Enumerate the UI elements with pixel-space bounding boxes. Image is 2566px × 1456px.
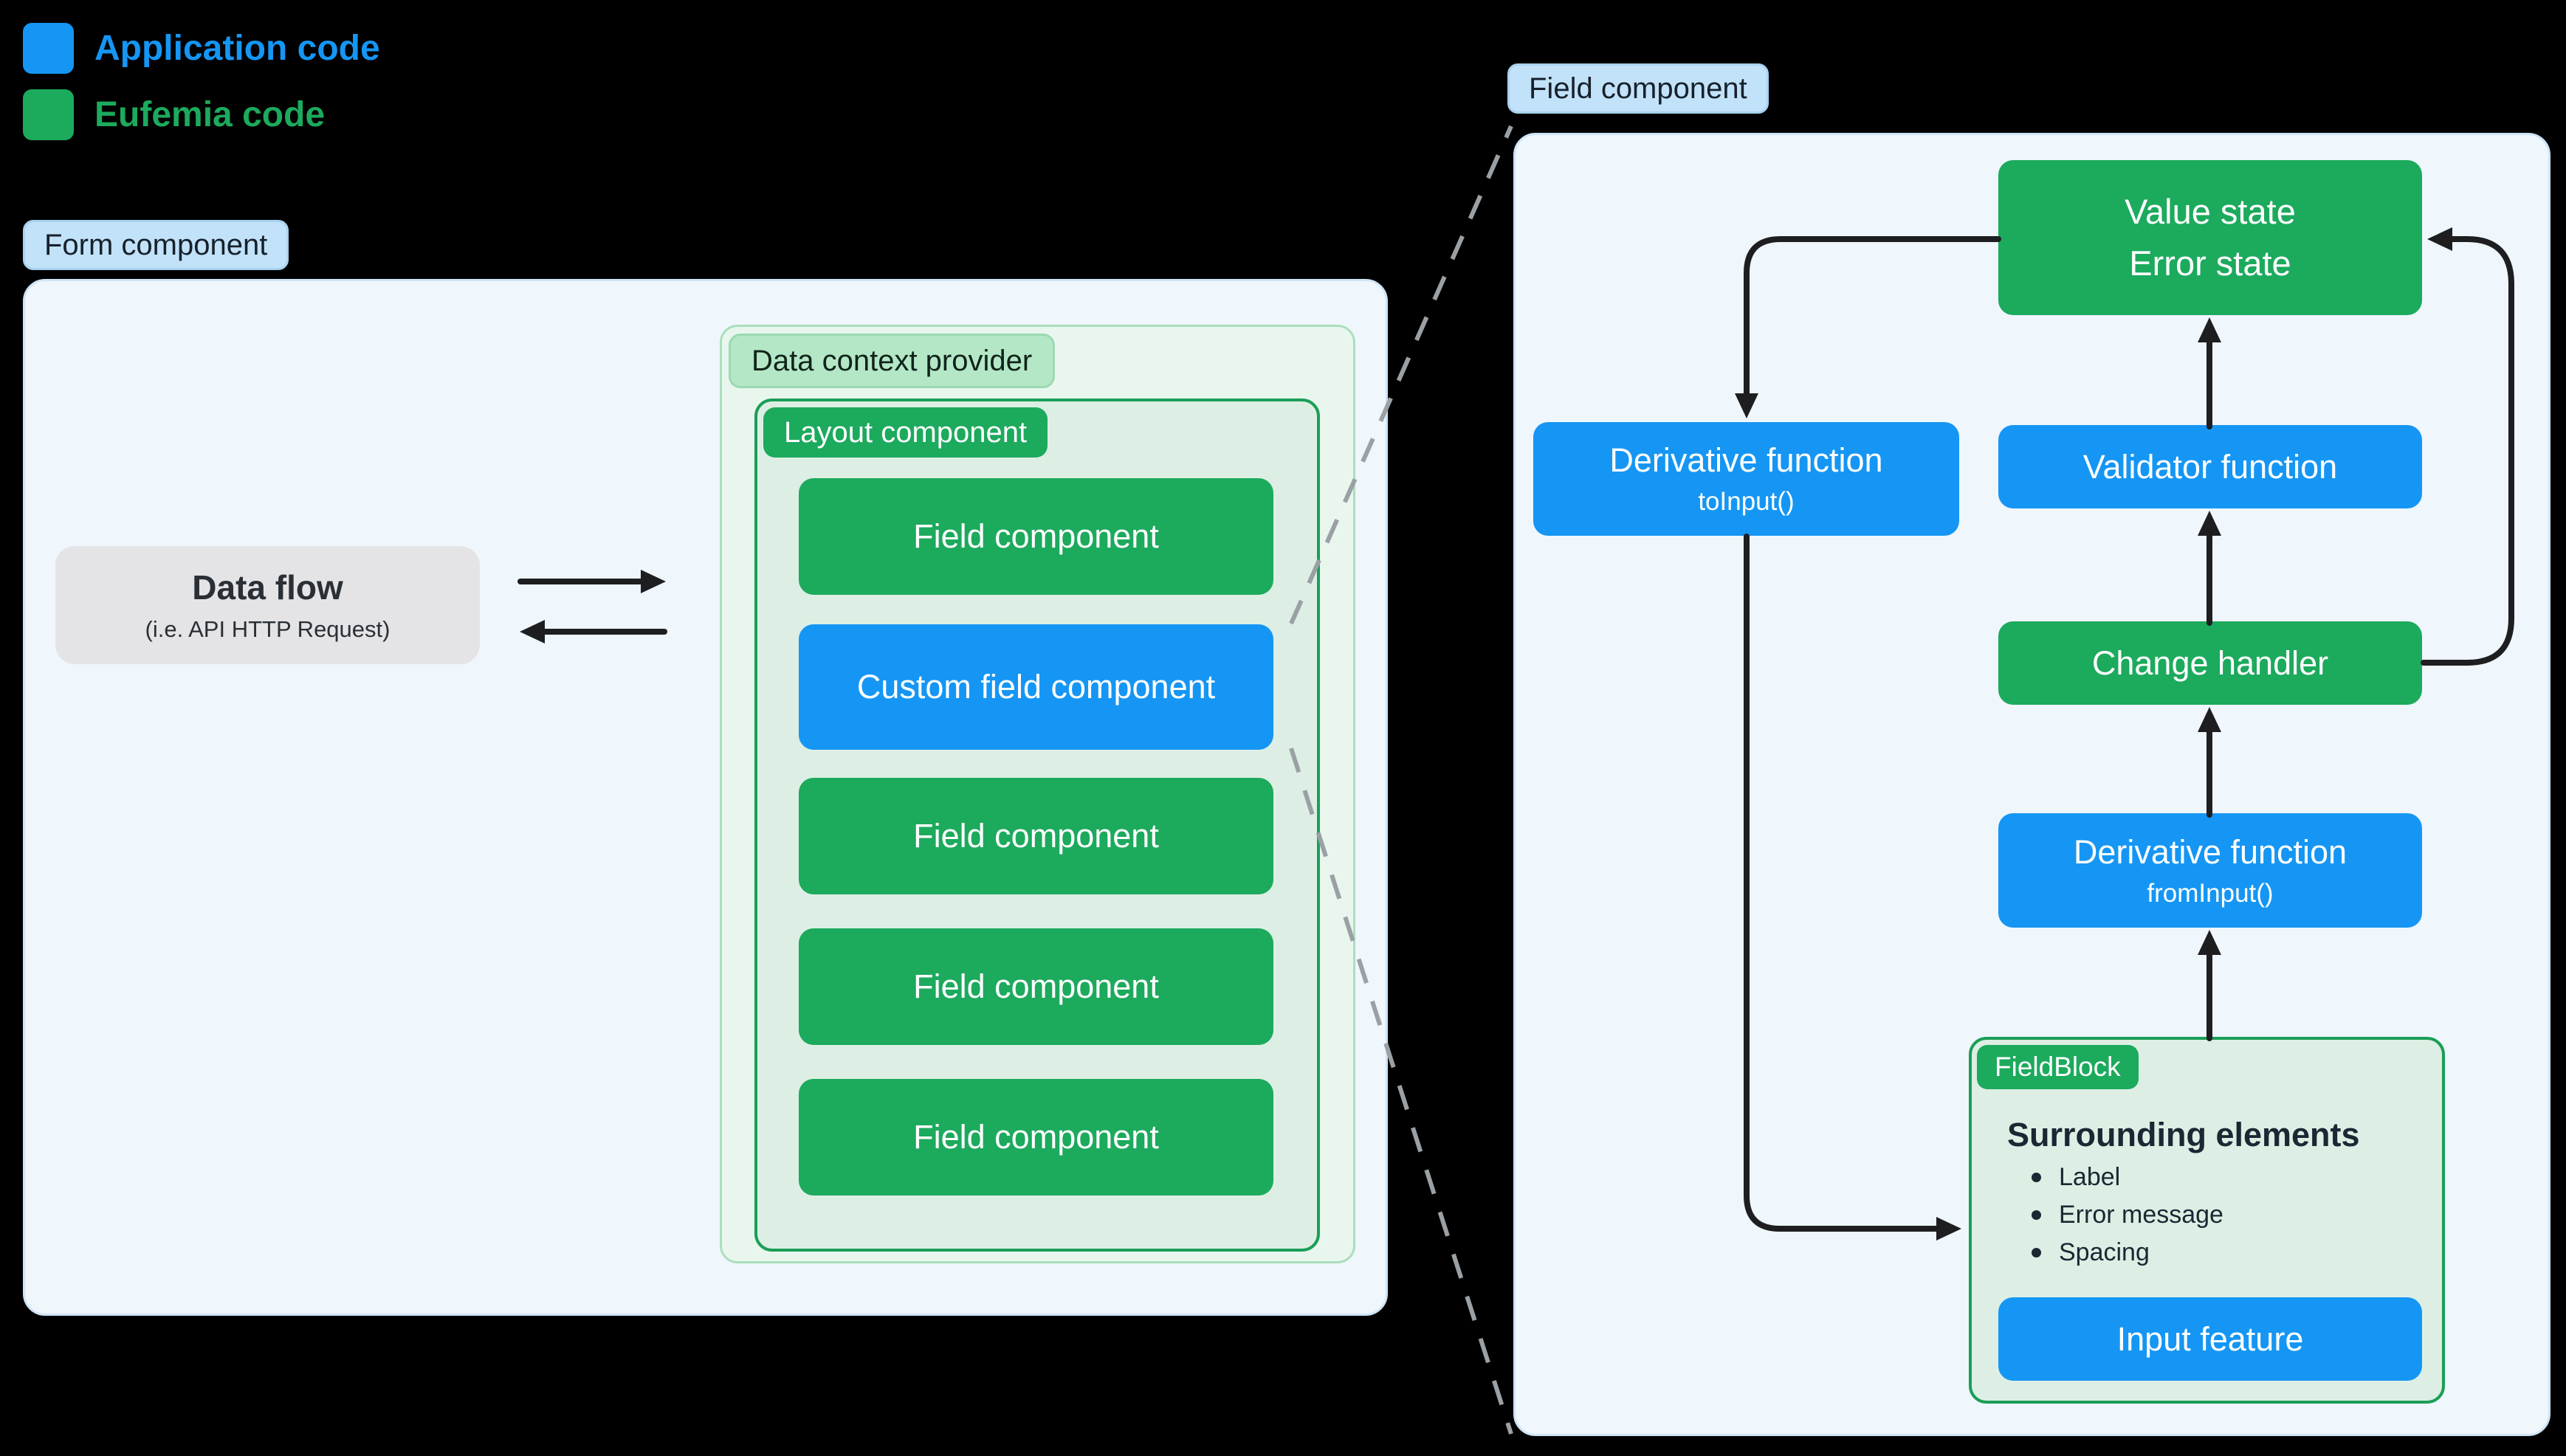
input-feature-label: Input feature [2116, 1319, 2304, 1358]
field-component-box: Field component [799, 928, 1273, 1045]
derivative-function-from-input-box: Derivative function fromInput() [1998, 813, 2422, 928]
field-component-label: Field component [913, 967, 1159, 1005]
eufemia-code-swatch [23, 89, 74, 140]
data-flow-subtitle: (i.e. API HTTP Request) [145, 616, 391, 642]
bullet-text: Error message [2059, 1200, 2223, 1229]
bullet-dot [2032, 1172, 2041, 1182]
bullet-dot [2032, 1210, 2041, 1220]
field-component-label: Field component [913, 817, 1159, 855]
field-component-box: Field component [799, 1079, 1273, 1195]
field-component-label: Field component [913, 517, 1159, 555]
field-component-label: Field component [913, 1118, 1159, 1156]
data-context-provider-badge: Data context provider [729, 334, 1056, 388]
change-handler-box: Change handler [1998, 621, 2422, 705]
data-flow-title: Data flow [192, 568, 343, 607]
field-component-badge: Field component [1507, 63, 1769, 114]
fieldblock-bullet-spacing: Spacing [2032, 1235, 2371, 1269]
derivative-function-label: Derivative function [1609, 441, 1883, 479]
legend-label-eufemia-code: Eufemia code [94, 95, 326, 134]
validator-function-label: Validator function [2082, 447, 2338, 486]
bullet-text: Spacing [2059, 1238, 2150, 1266]
surrounding-elements-heading: Surrounding elements [2007, 1116, 2360, 1153]
bullet-text: Label [2059, 1162, 2121, 1191]
application-code-swatch [23, 23, 74, 74]
error-state-label: Error state [2129, 244, 2291, 283]
value-state-label: Value state [2125, 192, 2296, 231]
legend-label-application-code: Application code [94, 29, 380, 68]
fieldblock-bullet-error-message: Error message [2032, 1198, 2371, 1232]
from-input-label: fromInput() [2147, 878, 2274, 908]
bullet-dot [2032, 1247, 2041, 1257]
data-flow-box: Data flow (i.e. API HTTP Request) [55, 546, 480, 664]
validator-function-box: Validator function [1998, 425, 2422, 508]
custom-field-component-label: Custom field component [856, 668, 1216, 705]
fieldblock-badge: FieldBlock [1977, 1045, 2139, 1089]
custom-field-component-box: Custom field component [799, 624, 1273, 750]
field-component-box: Field component [799, 478, 1273, 595]
derivative-function-label: Derivative function [2073, 832, 2347, 871]
input-feature-box: Input feature [1998, 1297, 2422, 1381]
form-component-badge: Form component [23, 220, 289, 270]
derivative-function-to-input-box: Derivative function toInput() [1533, 422, 1959, 536]
value-state-box: Value state Error state [1998, 160, 2422, 315]
to-input-label: toInput() [1698, 487, 1795, 516]
field-component-box: Field component [799, 778, 1273, 894]
fieldblock-bullet-label: Label [2032, 1160, 2371, 1194]
layout-component-badge: Layout component [763, 407, 1048, 458]
change-handler-label: Change handler [2091, 644, 2329, 682]
